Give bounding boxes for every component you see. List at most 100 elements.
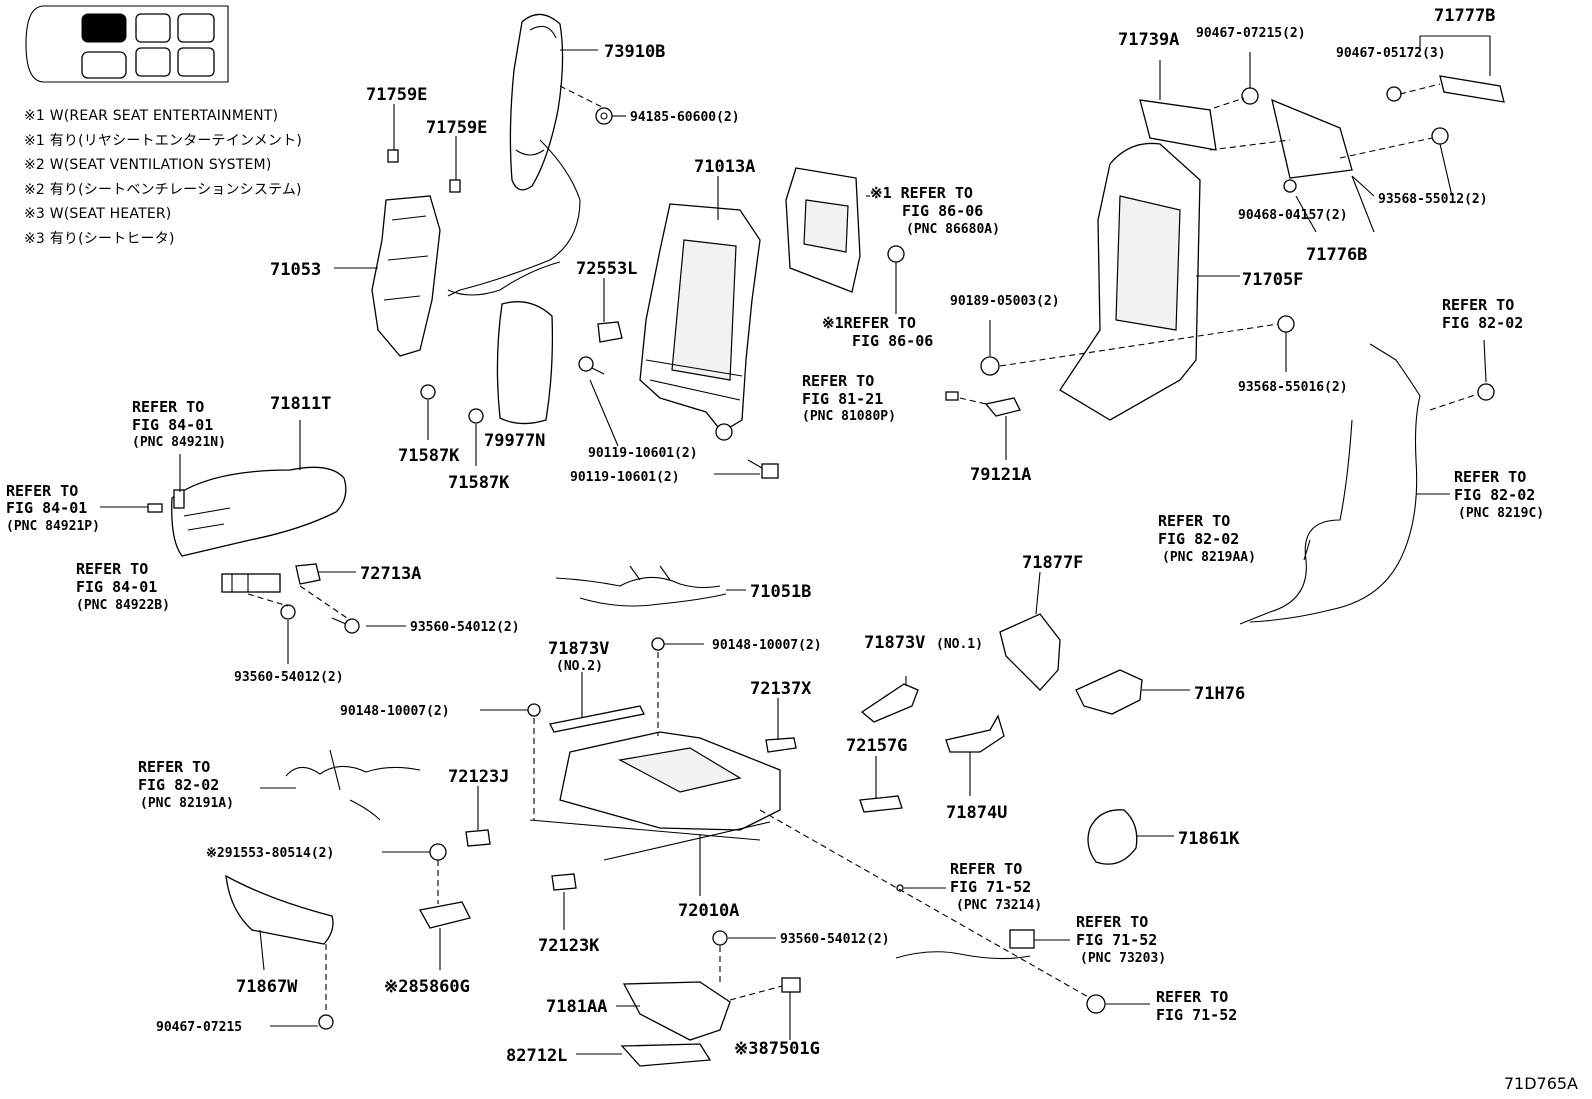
ref-82-02c-l1: REFER TO [1158, 512, 1230, 530]
bracket-79121A-shape [984, 397, 1021, 417]
cover-82712L-shape [620, 1043, 712, 1067]
clip-71587K-a-shape [420, 384, 436, 400]
seatback-frame-shape [639, 203, 761, 441]
fan-85860G-shape [418, 901, 471, 929]
seat-cushion-side-shape [147, 466, 347, 557]
pad-79977N-shape [496, 301, 554, 425]
cover-71877F-shape [999, 613, 1061, 691]
cover-71H76-shape [1075, 669, 1143, 715]
screw-93560-c-shape [712, 930, 728, 946]
bolt-90119-a-shape [578, 356, 605, 375]
label-71873V-no1-sub: (NO.1) [936, 637, 983, 652]
cap-71861K-shape [1087, 809, 1138, 865]
cover-71873V-no1-shape [860, 683, 919, 723]
cover-72137X-shape [765, 737, 797, 753]
ref-84-01a-l1: REFER TO [132, 398, 204, 416]
headrest-cover-shape [447, 13, 581, 297]
screw-93568-55016-shape [1277, 315, 1295, 333]
ref-84-01c-l1: REFER TO [76, 560, 148, 578]
label-7181AA: 7181AA [546, 997, 607, 1017]
ref-86-06b-l1: ※1REFER TO [822, 314, 916, 332]
nut-71-52-shape [1086, 994, 1106, 1014]
cover-72157G-shape [859, 795, 903, 813]
cover-71776B-shape [1271, 98, 1353, 179]
label-94185: 94185-60600(2) [630, 110, 740, 125]
ref-82-02a-l1: REFER TO [1442, 296, 1514, 314]
option-notes: ※1 W(REAR SEAT ENTERTAINMENT) ※1 有り(リヤシー… [24, 104, 302, 251]
harness-71051B-shape [555, 565, 727, 607]
ref-71-52a-l2: FIG 71-52 [950, 878, 1031, 896]
ref-84-01c-l3: (PNC 84922B) [76, 598, 170, 613]
clip-94185-shape [595, 107, 613, 125]
label-71873V-no2-sub: (NO.2) [556, 659, 603, 674]
ref-71-52c-l2: FIG 71-52 [1156, 1006, 1237, 1024]
bolt-90119-b-shape [747, 459, 779, 479]
label-71705F: 71705F [1242, 270, 1303, 290]
ref-84-01b-l3: (PNC 84921P) [6, 519, 100, 534]
label-72713A: 72713A [360, 564, 421, 584]
screw-93560-a-shape [280, 604, 296, 620]
label-71877F: 71877F [1022, 553, 1083, 573]
label-72553L: 72553L [576, 259, 637, 279]
bracket-71053-shape [371, 149, 461, 357]
ref-82-02c-l3: (PNC 8219AA) [1162, 550, 1256, 565]
ref-84-01b-l1: REFER TO [6, 482, 78, 500]
ref-82-02b-l3: (PNC 8219C) [1458, 506, 1544, 521]
label-90467-07215-2: 90467-07215(2) [1196, 26, 1306, 41]
note-row: ※2 W(SEAT VENTILATION SYSTEM) [24, 157, 272, 173]
ref-82-02d-l3: (PNC 82191A) [140, 796, 234, 811]
clip-81080P-shape [945, 391, 959, 401]
ref-71-52b-l3: (PNC 73203) [1080, 951, 1166, 966]
note-row: ※3 有り(シートヒータ) [24, 230, 175, 247]
label-71759E-a: 71759E [366, 85, 427, 105]
bolt-90148-a-shape [527, 703, 541, 717]
seat-track-shape [529, 731, 781, 861]
label-71874U: 71874U [946, 803, 1007, 823]
label-71776B: 71776B [1306, 245, 1367, 265]
label-71013A: 71013A [694, 157, 755, 177]
label-72123K: 72123K [538, 936, 600, 956]
label-90467-05172: 90467-05172(3) [1336, 46, 1446, 61]
refer-labels: ※1 REFER TO FIG 86-06 (PNC 86680A) ※1REF… [6, 184, 1544, 1024]
label-90468: 90468-04157(2) [1238, 208, 1348, 223]
ref-71-52c-l1: REFER TO [1156, 988, 1228, 1006]
label-71867W: 71867W [236, 977, 298, 997]
label-71759E-b: 71759E [426, 118, 487, 138]
ref-84-01c-l2: FIG 84-01 [76, 578, 157, 596]
screw-93568-55012-shape [1431, 127, 1449, 145]
label-71587K-b: 71587K [448, 473, 510, 493]
leader-lines [100, 35, 1491, 1055]
clip-90467-07215-2-shape [1241, 87, 1259, 105]
note-row: ※3 W(SEAT HEATER) [24, 206, 172, 222]
note-row: ※1 有り(リヤシートエンターテインメント) [24, 132, 302, 149]
ref-82-02b-l2: FIG 82-02 [1454, 486, 1535, 504]
label-85860G: ※285860G [384, 977, 470, 997]
cover-71874U-shape [945, 714, 1005, 753]
label-71873V-no2: 71873V [548, 639, 609, 659]
part-labels: 73910B 94185-60600(2) 71759E 71759E 7105… [156, 6, 1495, 1066]
rear-monitor-shape [785, 167, 905, 293]
label-72137X: 72137X [750, 679, 812, 699]
clip-90467-07215-shape [318, 1014, 334, 1030]
heater-87501G-shape [781, 977, 801, 993]
ref-84-01a-l3: (PNC 84921N) [132, 435, 226, 450]
ref-86-06a-l2: FIG 86-06 [902, 202, 983, 220]
label-71587K-a: 71587K [398, 446, 460, 466]
grommet-82-02-shape [1477, 383, 1495, 401]
label-93560-c: 93560-54012(2) [780, 932, 890, 947]
screw-91553-shape [429, 843, 447, 861]
label-71873V-no1: 71873V [864, 633, 925, 653]
ref-71-52b-l2: FIG 71-52 [1076, 931, 1157, 949]
label-79977N: 79977N [484, 431, 545, 451]
ref-81-21-l2: FIG 81-21 [802, 390, 883, 408]
cover-71777B-shape [1439, 75, 1505, 103]
screw-93560-b-shape [331, 617, 360, 634]
ref-81-21-l3: (PNC 81080P) [802, 409, 896, 424]
label-93560-a: 93560-54012(2) [410, 620, 520, 635]
label-79121A: 79121A [970, 465, 1031, 485]
ref-82-02a-l2: FIG 82-02 [1442, 314, 1523, 332]
clip-90467-05172-shape [1386, 86, 1402, 102]
bracket-71739A-shape [1139, 99, 1217, 151]
clip-72123J-shape [465, 829, 491, 847]
